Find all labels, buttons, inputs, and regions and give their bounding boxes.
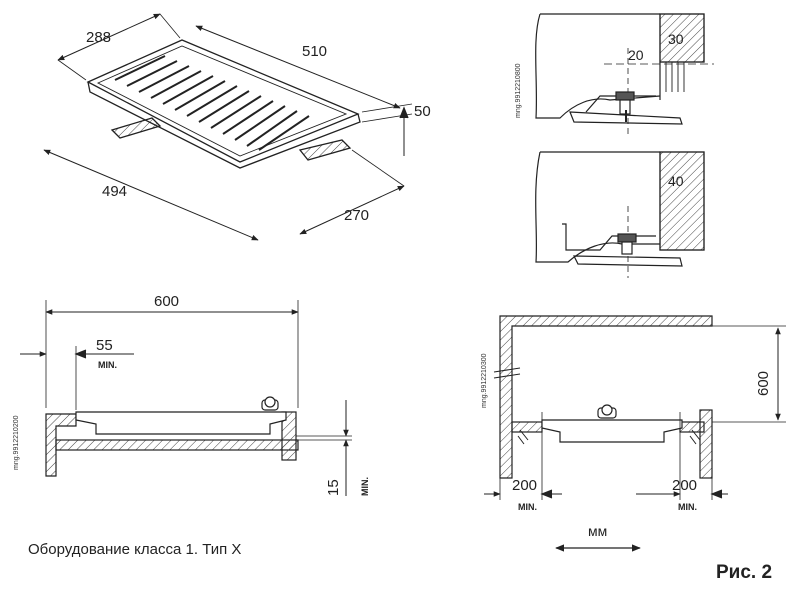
dim-288: 288 (86, 29, 111, 46)
worktop-thickness-30: 30 (668, 31, 684, 47)
worktop-thickness-40: 40 (668, 173, 684, 189)
min-200-right-note: MIN. (678, 502, 697, 512)
side-hob (75, 411, 287, 435)
code-bracket: mng.9912210800 (515, 63, 522, 118)
niche-install-view (484, 315, 786, 552)
worktop-40 (659, 151, 705, 251)
dim-15: 15 (325, 479, 342, 496)
niche-hob (541, 419, 683, 443)
dim-line-270 (299, 185, 405, 235)
dim-494: 494 (102, 183, 127, 200)
iso-support-legs (110, 117, 352, 161)
figure-label: Рис. 2 (716, 562, 773, 583)
min-55-note: MIN. (98, 360, 117, 370)
code-niche: mng.9912210300 (481, 353, 488, 408)
bracket-top-hob-outline (535, 13, 661, 119)
dim-200-left: 200 (512, 477, 537, 494)
dim-200-right: 200 (672, 477, 697, 494)
bracket-detail-bottom (535, 151, 705, 278)
dim-55: 55 (96, 337, 113, 354)
side-install-view (20, 300, 352, 496)
dim-line-288 (57, 13, 161, 61)
code-side: mng.9912210200 (13, 415, 20, 470)
dim-510: 510 (302, 43, 327, 60)
dim-50: 50 (414, 103, 431, 120)
distance-20: 20 (628, 47, 644, 63)
bracket-detail-top (535, 13, 714, 136)
min-200-left-note: MIN. (518, 502, 537, 512)
dim-270: 270 (344, 207, 369, 224)
dim-600-height: 600 (755, 371, 772, 396)
equipment-class-caption: Оборудование класса 1. Тип X (28, 541, 242, 558)
min-15-note: MIN. (360, 477, 370, 496)
dim-600-width: 600 (154, 293, 179, 310)
dim-line-510 (195, 25, 401, 109)
dim-line-494 (43, 149, 259, 241)
units-label: мм (588, 523, 607, 539)
iso-dimension-labels: 288 510 50 494 270 (86, 29, 431, 224)
iso-hob-view (43, 13, 413, 241)
